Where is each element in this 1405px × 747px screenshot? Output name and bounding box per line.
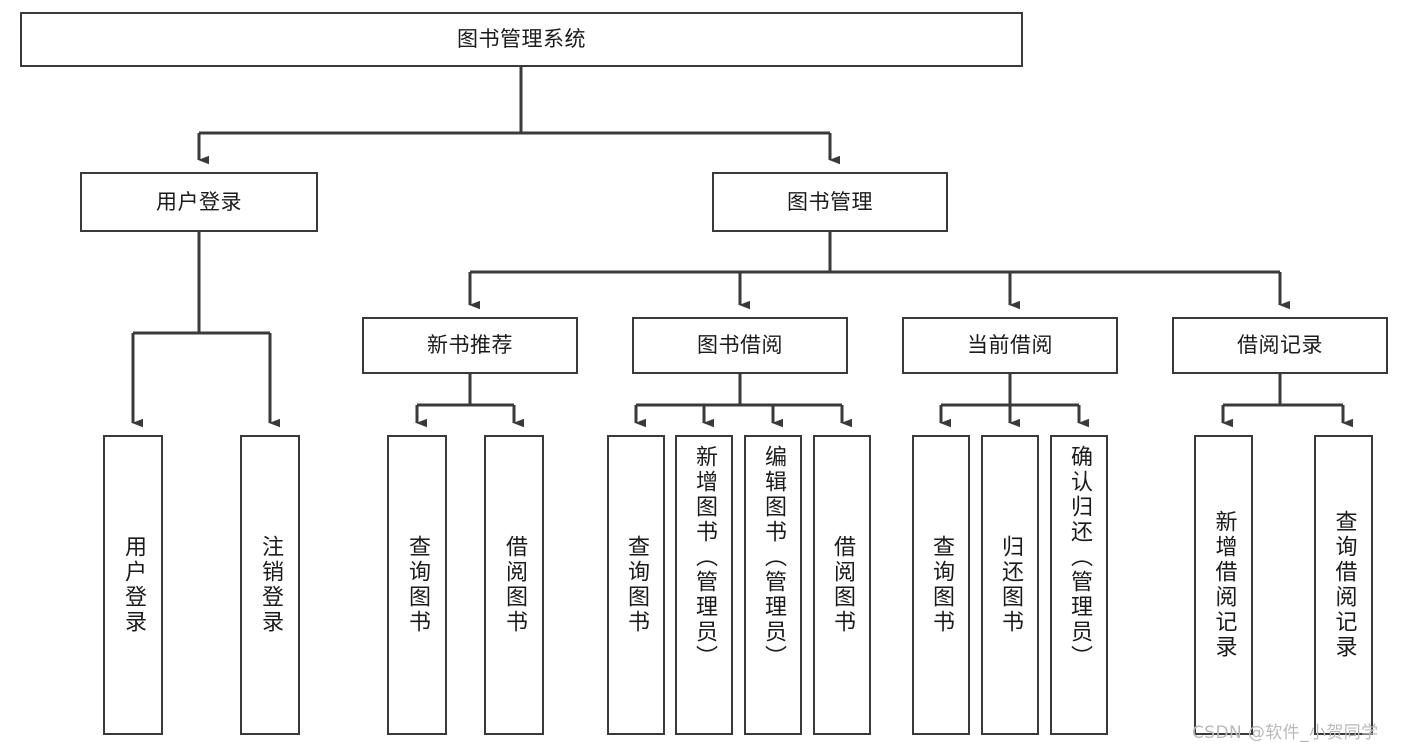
node-user-login-label: 用户登录	[156, 189, 242, 214]
node-new-book-rec-label: 新书推荐	[427, 333, 513, 358]
node-leaf-query-book-2-label: 查询图书	[624, 535, 649, 635]
node-leaf-logout[interactable]: 注销登录	[240, 435, 300, 735]
node-leaf-query-book-1[interactable]: 查询图书	[387, 435, 447, 735]
node-leaf-query-book-1-label: 查询图书	[405, 535, 430, 635]
node-leaf-borrow-book-2-label: 借阅图书	[830, 535, 855, 635]
node-book-borrow-label: 图书借阅	[697, 333, 783, 358]
node-book-borrow[interactable]: 图书借阅	[632, 317, 848, 374]
node-book-manage-label: 图书管理	[787, 189, 873, 214]
node-leaf-edit-book-label: 编辑图书（管理员）	[761, 445, 786, 670]
node-borrow-record[interactable]: 借阅记录	[1172, 317, 1388, 374]
node-root[interactable]: 图书管理系统	[20, 12, 1023, 67]
node-leaf-add-book-label: 新增图书（管理员）	[692, 445, 717, 670]
node-current-borrow[interactable]: 当前借阅	[902, 317, 1118, 374]
node-root-label: 图书管理系统	[457, 27, 586, 52]
node-leaf-query-record-label: 查询借阅记录	[1331, 510, 1357, 660]
csdn-watermark: CSDN @软件_小贺同学	[1192, 723, 1379, 743]
node-current-borrow-label: 当前借阅	[967, 333, 1053, 358]
node-leaf-query-book-3-label: 查询图书	[929, 535, 954, 635]
node-borrow-record-label: 借阅记录	[1237, 333, 1323, 358]
node-leaf-add-record-label: 新增借阅记录	[1211, 510, 1237, 660]
node-leaf-borrow-book-1[interactable]: 借阅图书	[484, 435, 544, 735]
node-leaf-return-book-label: 归还图书	[998, 535, 1023, 635]
node-leaf-borrow-book-2[interactable]: 借阅图书	[813, 435, 871, 735]
node-leaf-logout-label: 注销登录	[258, 535, 283, 635]
node-leaf-edit-book[interactable]: 编辑图书（管理员）	[744, 435, 802, 735]
node-leaf-query-book-2[interactable]: 查询图书	[607, 435, 665, 735]
node-book-manage[interactable]: 图书管理	[712, 172, 948, 232]
node-leaf-user-login[interactable]: 用户登录	[103, 435, 163, 735]
node-new-book-rec[interactable]: 新书推荐	[362, 317, 578, 374]
node-leaf-query-record[interactable]: 查询借阅记录	[1314, 435, 1373, 735]
node-leaf-confirm-return[interactable]: 确认归还（管理员）	[1050, 435, 1108, 735]
node-leaf-return-book[interactable]: 归还图书	[981, 435, 1039, 735]
node-leaf-add-record[interactable]: 新增借阅记录	[1194, 435, 1253, 735]
node-leaf-query-book-3[interactable]: 查询图书	[912, 435, 970, 735]
node-leaf-add-book[interactable]: 新增图书（管理员）	[675, 435, 733, 735]
node-leaf-confirm-return-label: 确认归还（管理员）	[1067, 445, 1092, 670]
node-leaf-user-login-label: 用户登录	[121, 535, 146, 635]
node-leaf-borrow-book-1-label: 借阅图书	[502, 535, 527, 635]
node-user-login[interactable]: 用户登录	[80, 172, 318, 232]
